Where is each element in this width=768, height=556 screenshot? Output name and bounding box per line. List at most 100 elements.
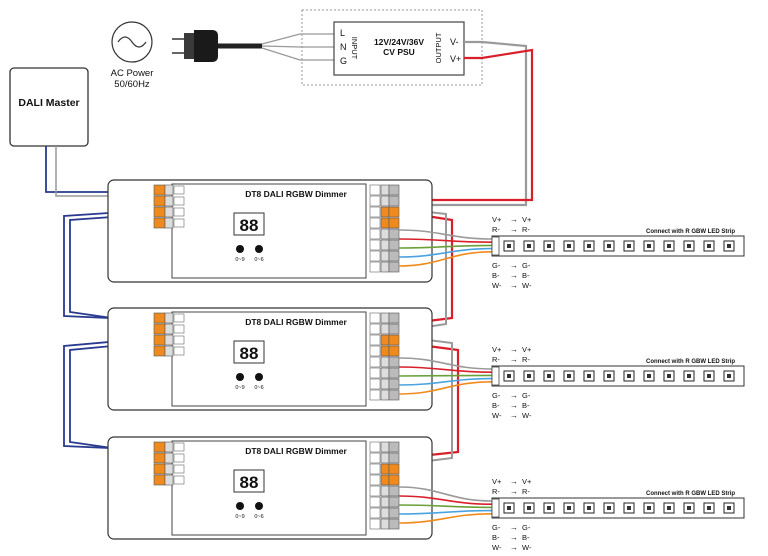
strip-pin-label-g: G- [492,391,501,400]
strip-title: Connect with R GBW LED Strip [646,491,735,497]
output-wire [398,238,493,243]
psu-input-n: N [340,42,347,52]
power-chain-2-neg [419,338,453,463]
address-button-2-label: 0~6 [254,385,263,391]
dali-master-label: DALI Master [18,97,79,109]
output-wire [398,381,493,395]
strip-pin-target-w: W- [522,543,532,552]
psu-input-l: L [340,28,345,38]
psu-input-g: G [340,56,347,66]
power-chain-2-pos [419,343,460,458]
strip-pin-label-w: W- [492,543,502,552]
strip-pin-label-g: G- [492,261,501,270]
strip-pin-target-b: B- [522,533,530,542]
strip-pin-target-vplus: V+ [522,345,532,354]
strip-pin-target-w: W- [522,411,532,420]
dimmer-panel [171,183,367,279]
address-button-2[interactable] [255,373,263,381]
power-chain-1-pos [419,213,454,324]
output-wire [398,504,493,509]
dimmer-panel [171,311,367,407]
address-button-1-label: 0~9 [235,514,244,520]
strip-pin-target-r: R- [522,355,530,364]
strip-pin-target-w: W- [522,281,532,290]
psu-output-pos: V+ [450,54,461,64]
strip-pin-target-vplus: V+ [522,215,532,224]
dimmer-title: DT8 DALI RGBW Dimmer [245,317,347,327]
psu-subtitle: CV PSU [383,47,415,57]
segment-display [233,340,265,364]
output-wire [398,495,493,505]
strip-pin-target-g: G- [522,261,531,270]
dali-terminal-block [153,184,185,229]
address-button-2[interactable] [255,245,263,253]
strip-pin-target-g: G- [522,523,531,532]
psu-box [333,21,465,76]
psu-frame [301,9,483,86]
strip-pin-label-vplus: V+ [492,215,502,224]
address-button-1[interactable] [236,502,244,510]
strip-pin-label-w: W- [492,411,502,420]
segment-display [233,212,265,236]
strip-pin-arrow: → [510,215,518,224]
output-wire [398,374,493,377]
address-button-1[interactable] [236,373,244,381]
address-button-1-label: 0~9 [235,385,244,391]
output-terminal-block [369,184,400,273]
strip-pin-target-b: B- [522,401,530,410]
strip-pin-arrow: → [510,401,518,410]
psu-output-neg: V- [450,37,459,47]
psu-negative-wire [420,40,528,207]
output-wire [398,366,493,373]
ac-power-symbol [111,21,153,63]
strip-pin-arrow: → [510,345,518,354]
strip-pin-arrow: → [510,487,518,496]
dali-terminal-block [153,441,185,486]
strip-pin-arrow: → [510,543,518,552]
output-wire [398,486,493,502]
ac-power-label: AC Power [111,68,154,79]
strip-title: Connect with R GBW LED Strip [646,229,735,235]
led-strip-3: Connect with R GBW LED StripV+→V+R-→R-G-… [398,477,745,552]
strip-pin-arrow: → [510,533,518,542]
power-chain-1-neg [419,210,447,329]
led-strip-1: Connect with R GBW LED StripV+→V+R-→R-G-… [398,215,745,290]
strip-pin-label-w: W- [492,281,502,290]
strip-pin-arrow: → [510,523,518,532]
strip-pin-label-r: R- [492,355,500,364]
dali-master-box [9,67,89,147]
address-button-2-label: 0~6 [254,514,263,520]
dali-terminal-block [153,312,185,357]
dimmer-title: DT8 DALI RGBW Dimmer [245,189,347,199]
psu-output-label: OUTPUT [434,32,443,63]
strip-pin-label-b: B- [492,401,500,410]
segment-display-value: 88 [240,216,259,235]
psu-title: 12V/24V/36V [374,37,424,47]
strip-pin-target-g: G- [522,391,531,400]
strip-pin-arrow: → [510,261,518,270]
strip-title: Connect with R GBW LED Strip [646,359,735,365]
strip-pin-arrow: → [510,355,518,364]
strip-pin-label-vplus: V+ [492,477,502,486]
output-wire [398,244,493,249]
output-wire [398,513,493,524]
strip-pin-target-r: R- [522,225,530,234]
output-wire [398,229,493,240]
strip-pin-label-b: B- [492,533,500,542]
strip-pin-label-b: B- [492,271,500,280]
psu-input-label: INPUT [350,37,359,60]
ac-power-frequency: 50/60Hz [114,79,150,90]
address-button-1[interactable] [236,245,244,253]
output-wire [398,509,493,515]
address-button-2[interactable] [255,502,263,510]
output-wire [398,251,493,267]
segment-display-value: 88 [240,473,259,492]
strip-pin-arrow: → [510,411,518,420]
strip-pin-arrow: → [510,225,518,234]
strip-pin-target-r: R- [522,487,530,496]
strip-pin-arrow: → [510,477,518,486]
